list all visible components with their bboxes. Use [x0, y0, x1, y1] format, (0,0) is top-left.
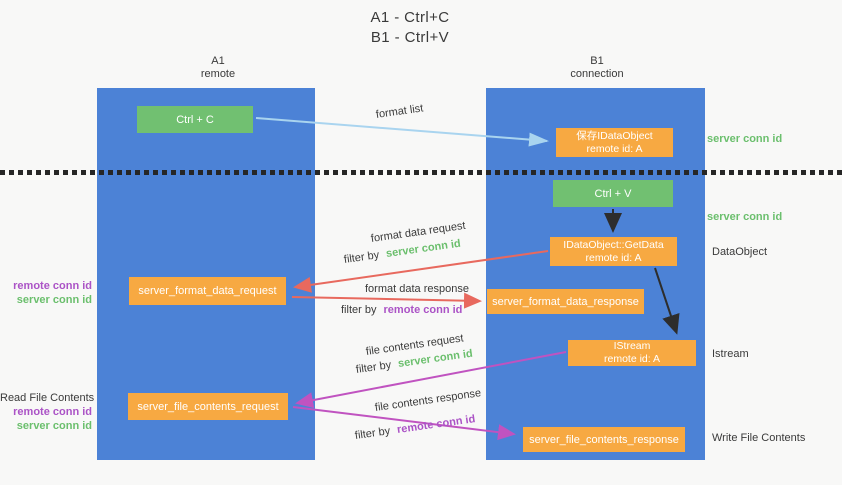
node-ctrl-v-label: Ctrl + V — [594, 187, 632, 200]
lane-a1-title: A1 — [211, 55, 225, 67]
label-group-format: remote conn id server conn id — [0, 279, 92, 307]
node-ctrl-c-label: Ctrl + C — [176, 113, 214, 126]
edge-label-filter-remote-2: filter by remote conn id — [354, 413, 476, 442]
lane-header-b1: B1 connection — [537, 55, 657, 81]
lane-header-a1: A1 remote — [158, 55, 278, 81]
node-server-file-contents-request-label: server_file_contents_request — [137, 400, 279, 413]
node-save-idataobject-line1: 保存IDataObject — [576, 129, 653, 142]
label-remote-conn-id-2: remote conn id — [13, 406, 92, 418]
node-getdata-line2: remote id: A — [585, 251, 642, 264]
node-server-file-contents-response-label: server_file_contents_response — [529, 433, 679, 446]
arrow-format-data-response — [291, 292, 482, 309]
diagram-title: A1 - Ctrl+C B1 - Ctrl+V — [310, 8, 510, 48]
node-idataobject-getdata: IDataObject::GetData remote id: A — [550, 237, 677, 266]
node-getdata-line1: IDataObject::GetData — [563, 238, 664, 251]
node-save-idataobject: 保存IDataObject remote id: A — [556, 128, 673, 157]
lane-a1-subtitle: remote — [200, 68, 236, 80]
remote-conn-id-text: remote conn id — [383, 304, 463, 316]
label-dataobject: DataObject — [712, 246, 768, 258]
node-server-file-contents-request: server_file_contents_request — [128, 393, 288, 420]
label-remote-conn-id-1: remote conn id — [13, 280, 92, 292]
node-server-format-data-response: server_format_data_response — [487, 289, 644, 314]
label-server-conn-id-mid: server conn id — [707, 211, 783, 223]
node-istream-line1: IStream — [613, 340, 651, 352]
filter-by-text: filter by — [341, 304, 377, 316]
node-server-format-data-request: server_format_data_request — [129, 277, 286, 305]
label-server-conn-id-1: server conn id — [16, 294, 92, 306]
edge-label-format-list: format list — [375, 102, 425, 121]
node-istream-line2: remote id: A — [603, 353, 661, 365]
label-server-conn-id-top: server conn id — [707, 133, 783, 145]
node-ctrl-c: Ctrl + C — [137, 106, 253, 133]
node-istream: IStream remote id: A — [568, 340, 696, 366]
filter-by-text: filter by — [355, 359, 392, 376]
edge-label-file-contents-response: file contents response — [374, 387, 482, 414]
remote-conn-id-text: remote conn id — [396, 413, 477, 437]
edge-label-format-data-response: format data response — [365, 283, 469, 295]
title-line-2: B1 - Ctrl+V — [370, 29, 450, 46]
edge-label-filter-remote-1: filter by remote conn id — [341, 304, 462, 316]
label-read-file-contents-group: Read File Contents remote conn id server… — [0, 391, 95, 433]
label-write-file-contents: Write File Contents — [712, 432, 806, 444]
filter-by-text: filter by — [343, 249, 380, 266]
lane-b1-subtitle: connection — [570, 68, 624, 80]
filter-by-text: filter by — [354, 425, 391, 442]
node-save-idataobject-line2: remote id: A — [586, 142, 643, 155]
node-server-format-data-response-label: server_format_data_response — [492, 295, 639, 308]
node-server-file-contents-response: server_file_contents_response — [523, 427, 685, 452]
label-istream: Istream — [712, 348, 749, 360]
dashed-divider — [0, 170, 842, 175]
edge-label-filter-server-1: filter by server conn id — [343, 238, 461, 266]
label-read-file-contents: Read File Contents — [0, 392, 95, 404]
node-server-format-data-request-label: server_format_data_request — [138, 285, 277, 297]
title-line-1: A1 - Ctrl+C — [370, 9, 450, 26]
label-server-conn-id-2: server conn id — [16, 420, 92, 432]
node-ctrl-v: Ctrl + V — [553, 180, 673, 207]
lane-b1-title: B1 — [590, 55, 604, 67]
